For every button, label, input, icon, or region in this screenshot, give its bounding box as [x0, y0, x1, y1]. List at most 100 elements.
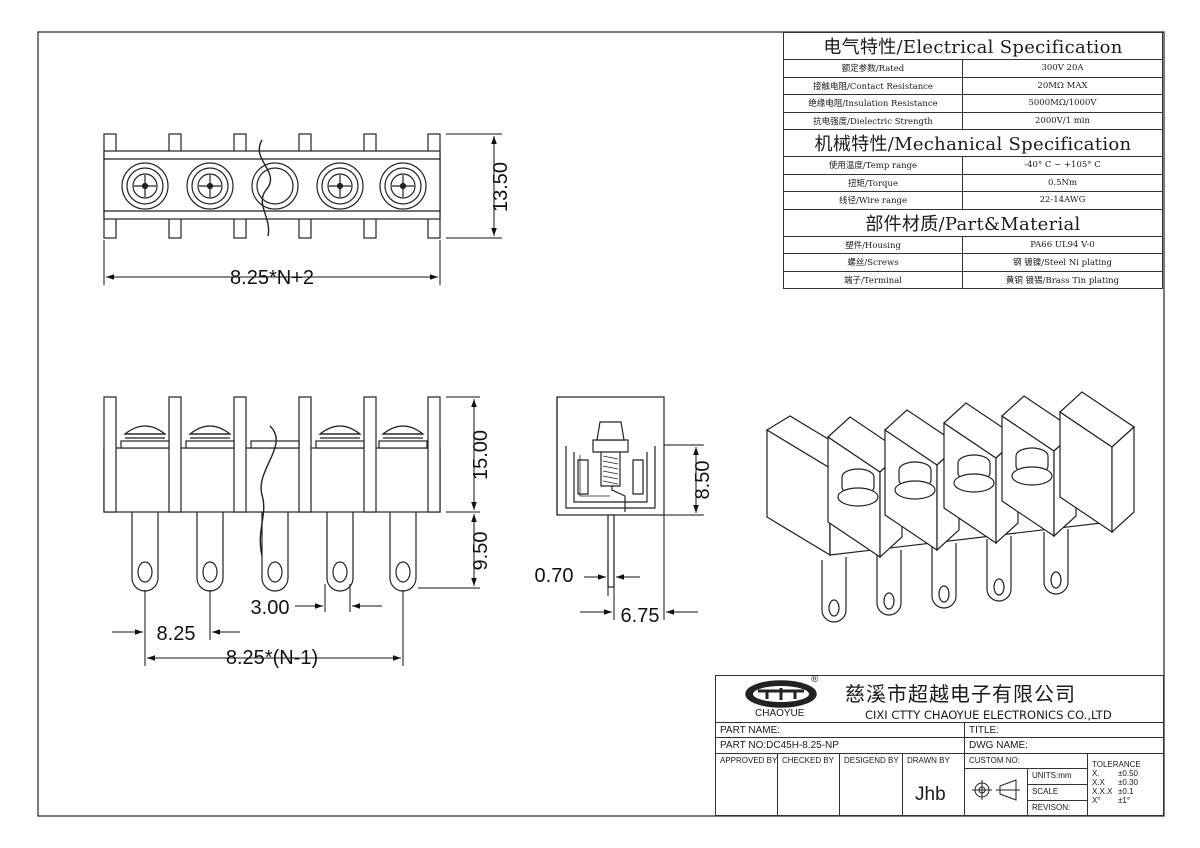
front-view-screw-head	[188, 425, 232, 435]
tolerance-title: TOLERANCE	[1092, 760, 1141, 769]
spec-value: 黄铜 镀锡/Brass Tin plating	[962, 270, 1163, 289]
drawn-by-cell: DRAWN BY Jhb	[902, 753, 965, 816]
material-spec-header: 部件材质/Part&Material	[783, 208, 1163, 237]
iso-pin-hole	[993, 578, 1005, 596]
dim-side-height: 8.50	[692, 461, 714, 500]
side-view-dimensions	[580, 444, 704, 620]
front-view-barrier	[298, 396, 312, 513]
tolerance-value: ±1°	[1118, 796, 1131, 805]
spec-label: 塑件/Housing	[783, 235, 963, 254]
side-view-pin	[607, 514, 615, 588]
registered-mark: ®	[811, 675, 819, 685]
front-view-washer	[315, 440, 365, 449]
iso-washer	[837, 487, 879, 507]
iso-washer	[1011, 466, 1053, 486]
title-label: TITLE:	[964, 722, 1164, 738]
top-view-screw-center	[141, 182, 149, 190]
spec-label: 线径/Wire range	[783, 191, 963, 210]
top-view-screw-center	[206, 182, 214, 190]
front-view-pin-hole	[267, 561, 283, 583]
tolerance-key: X.X	[1092, 778, 1105, 787]
electrical-spec-header: 电气特性/Electrical Specification	[783, 32, 1163, 60]
front-view-body	[103, 447, 441, 513]
front-view-washer	[378, 440, 428, 449]
specification-table: 电气特性/Electrical Specification 额定参数/Rated…	[783, 32, 1163, 289]
top-view-screw-center	[336, 182, 344, 190]
front-view-washer	[185, 440, 235, 449]
side-view-thread	[602, 465, 619, 470]
front-view-screw-head	[318, 425, 362, 435]
tolerance-value: ±0.30	[1118, 778, 1138, 787]
dim-pitch: 8.25	[157, 623, 196, 645]
spec-value: 5000MΩ/1000V	[962, 94, 1163, 113]
front-view-barrier	[427, 396, 441, 513]
iso-pin	[986, 536, 1012, 602]
units-label: UNITS:mm	[1027, 768, 1088, 785]
spec-value: 2000V/1 min	[962, 111, 1163, 130]
front-view-washer	[120, 440, 170, 449]
front-view-barrier	[363, 396, 377, 513]
spec-value: 300V 20A	[962, 59, 1163, 78]
spec-value: PA66 UL94 V-0	[962, 235, 1163, 254]
spec-value: 20MΩ MAX	[962, 76, 1163, 95]
spec-label: 额定参数/Rated	[783, 59, 963, 78]
dim-pin-length: 9.50	[470, 532, 492, 571]
iso-pin	[821, 557, 847, 623]
company-name-en: CIXI CTTY CHAOYUE ELECTRONICS CO.,LTD	[865, 708, 1112, 722]
dim-top-height: 13.50	[490, 162, 512, 212]
iso-barrier-side	[1111, 425, 1135, 534]
spec-label: 端子/Terminal	[783, 270, 963, 289]
dwg-name-label: DWG NAME:	[964, 737, 1164, 754]
dim-top-width: 8.25*N+2	[230, 267, 314, 289]
side-view-thread	[602, 470, 619, 475]
iso-pin	[931, 543, 957, 609]
mechanical-spec-header: 机械特性/Mechanical Specification	[783, 129, 1163, 157]
dim-body-height: 15.00	[470, 430, 492, 480]
iso-washer	[953, 473, 995, 493]
isometric-view	[765, 391, 1135, 623]
spec-value: 22-14AWG	[962, 191, 1163, 210]
front-view-pin-hole	[202, 561, 218, 583]
front-view-dimensions	[112, 396, 480, 666]
part-name-label: PART NAME:	[715, 722, 965, 738]
logo-text: CHAOYUE	[755, 708, 805, 719]
top-view-screw-ring	[256, 167, 294, 205]
symbol-cell	[964, 768, 1028, 816]
front-view-screw-head	[381, 425, 425, 435]
approved-by-cell: APPROVED BY	[715, 753, 778, 816]
tolerance-value: ±0.1	[1118, 787, 1134, 796]
dim-pin-gap: 3.00	[251, 597, 290, 619]
tolerance-key: X.	[1092, 769, 1100, 778]
side-view	[556, 396, 665, 588]
side-view-thread	[602, 460, 619, 465]
checked-by-cell: CHECKED BY	[777, 753, 840, 816]
front-view-barrier	[168, 396, 182, 513]
company-logo	[745, 680, 817, 708]
front-view-pin-hole	[137, 561, 153, 583]
iso-pin-hole	[828, 599, 840, 617]
custom-no-label: CUSTOM NO:	[964, 753, 1088, 769]
spec-value: -40° C ~ +105° C	[962, 156, 1163, 175]
front-view-barrier	[233, 396, 247, 513]
front-view-barrier	[103, 396, 117, 513]
iso-pin-hole	[883, 592, 895, 610]
side-view-thread	[602, 480, 619, 485]
designed-by-cell: DESIGEND BY	[839, 753, 903, 816]
dim-pin-thickness: 0.70	[535, 565, 574, 587]
spec-label: 螺丝/Screws	[783, 253, 963, 272]
title-block: ® CHAOYUE 慈溪市超越电子有限公司 CIXI CTTY CHAOYUE …	[715, 675, 1164, 816]
projection-symbol	[972, 779, 1020, 801]
company-name-cn: 慈溪市超越电子有限公司	[845, 682, 1076, 706]
front-view-pin-hole	[395, 561, 411, 583]
front-view	[103, 396, 441, 592]
top-view	[103, 133, 441, 239]
drawn-by-value: Jhb	[915, 784, 946, 805]
tolerance-cell: TOLERANCE X.±0.50 X.X±0.30 X.X.X±0.1 X°±…	[1087, 753, 1164, 816]
iso-washer	[894, 480, 936, 500]
sheet-border	[37, 31, 1165, 817]
drawn-by-label: DRAWN BY	[907, 756, 950, 765]
spec-label: 抗电强度/Dielectric Strength	[783, 111, 963, 130]
spec-value: 钢 镀镍/Steel Ni plating	[962, 253, 1163, 272]
front-view-pin-hole	[332, 561, 348, 583]
